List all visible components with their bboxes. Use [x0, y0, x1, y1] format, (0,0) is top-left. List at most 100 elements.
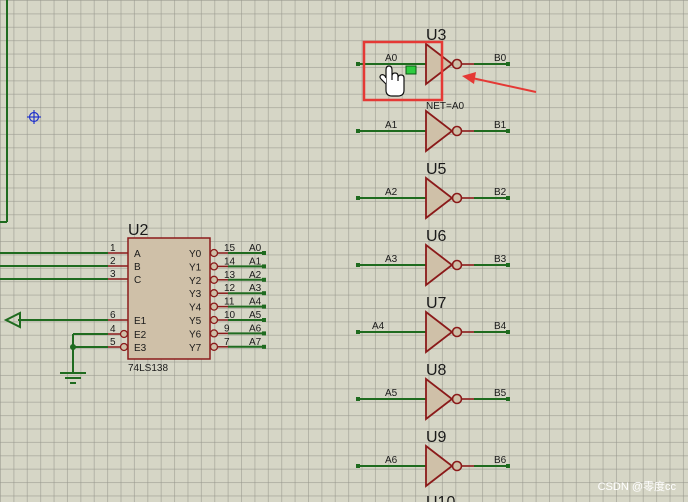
junction-dot — [70, 344, 76, 350]
inversion-bubble — [209, 329, 219, 338]
wire-end-terminal — [262, 264, 266, 269]
wire-end-terminal — [262, 331, 266, 336]
inversion-bubble — [209, 342, 219, 351]
inversion-bubble — [451, 192, 463, 204]
decoder-pin-name: A — [134, 249, 141, 260]
decoder-pin-name: Y1 — [189, 262, 202, 273]
highlight-box — [362, 40, 444, 102]
inverter-input-net: A0 — [385, 53, 398, 64]
decoder-net-label: A5 — [249, 310, 262, 321]
inverter-gate[interactable]: A2 B2 U5 — [356, 161, 510, 220]
inverter-output-net: B3 — [494, 254, 507, 265]
decoder-net-label: A1 — [249, 256, 262, 267]
wire-end-terminal — [356, 464, 360, 468]
inverter-gate[interactable]: A6 B6 U9 — [356, 429, 510, 488]
watermark: CSDN @零度cc — [597, 481, 676, 493]
decoder-pin-name: Y6 — [189, 329, 202, 340]
inverter-input-net: A2 — [385, 187, 398, 198]
decoder-pin-name: Y5 — [189, 316, 202, 327]
decoder-net-label: A7 — [249, 337, 262, 348]
wire-end-terminal — [262, 277, 266, 282]
inversion-bubble — [451, 58, 463, 70]
inverter-triangle[interactable] — [425, 377, 454, 421]
wire-end-terminal — [356, 196, 360, 200]
inversion-bubble — [209, 302, 219, 311]
decoder-pin-number: 5 — [110, 337, 116, 348]
inverter-input-net: A5 — [385, 388, 398, 399]
wire-end-terminal — [356, 129, 360, 133]
inverter-triangle[interactable] — [425, 109, 454, 153]
decoder-pin-number: 7 — [224, 337, 230, 348]
decoder-pin-name: Y7 — [189, 343, 202, 354]
decoder-net-label: A0 — [249, 243, 262, 254]
decoder-pin-number: 9 — [224, 323, 230, 334]
selection-marker-icon — [405, 65, 417, 75]
output-terminal-icon[interactable] — [3, 311, 21, 329]
inverter-output-net: B6 — [494, 455, 507, 466]
inverter-output-net: B2 — [494, 187, 507, 198]
origin-marker-icon — [27, 110, 41, 124]
decoder-pin-name: Y4 — [189, 303, 202, 314]
inversion-bubble — [209, 248, 219, 258]
inverter-ref: U3 — [426, 27, 447, 44]
wire-end-terminal — [506, 397, 510, 401]
inverter-input-net: A6 — [385, 455, 398, 466]
decoder-net-label: A3 — [249, 283, 262, 294]
decoder-net-label: A4 — [249, 297, 262, 308]
inverter-triangle[interactable] — [425, 444, 454, 488]
inversion-bubble — [119, 342, 129, 352]
inverter-ref: U6 — [426, 228, 447, 245]
inverter-ref-cutoff: U10 — [426, 494, 455, 502]
wire-end-terminal — [506, 330, 510, 334]
wire-end-terminal — [356, 397, 360, 401]
decoder-pin-number: 14 — [224, 256, 236, 267]
decoder-net-label: A6 — [249, 323, 262, 334]
inversion-bubble — [451, 326, 463, 338]
inversion-bubble — [451, 393, 463, 405]
inverter-output-net: B5 — [494, 388, 507, 399]
wire-end-terminal — [506, 129, 510, 133]
decoder-pin-name: C — [134, 275, 141, 286]
inverter-input-net: A1 — [385, 120, 398, 131]
inverter-triangle[interactable] — [425, 243, 454, 287]
inverter-triangle[interactable] — [425, 310, 454, 354]
decoder-pin-name: Y3 — [189, 289, 202, 300]
decoder-part: 74LS138 — [128, 363, 168, 374]
decoder-pin-name: B — [134, 262, 141, 273]
annotation-arrow — [462, 72, 537, 93]
inverter-ref: U5 — [426, 161, 447, 178]
wire-end-terminal — [506, 464, 510, 468]
decoder-pin-name: E2 — [134, 330, 147, 341]
inverter-output-net: B4 — [494, 321, 507, 332]
decoder-ref: U2 — [128, 222, 149, 239]
decoder-body[interactable] — [127, 237, 211, 360]
wire-end-terminal — [356, 330, 360, 334]
decoder-pin-name: E1 — [134, 316, 147, 327]
decoder-pin-number: 4 — [110, 324, 116, 335]
hand-cursor-icon — [379, 65, 405, 97]
inverter-triangle[interactable] — [425, 42, 454, 86]
inverter-ref: U9 — [426, 429, 447, 446]
inverter-triangle[interactable] — [425, 176, 454, 220]
inverter-gate[interactable]: A3 B3 U6 — [356, 228, 510, 287]
hover-net-tooltip: NET=A0 — [426, 101, 465, 112]
decoder-net-label: A2 — [249, 270, 262, 281]
inverter-input-net: A3 — [385, 254, 398, 265]
inverter-ref: U7 — [426, 295, 447, 312]
decoder-pin-number: 1 — [110, 243, 116, 254]
decoder-pin-number: 3 — [110, 269, 116, 280]
wire-end-terminal — [506, 196, 510, 200]
decoder-pin-name: Y2 — [189, 276, 202, 287]
decoder-pin-number: 6 — [110, 310, 116, 321]
wire-end-terminal — [506, 62, 510, 66]
